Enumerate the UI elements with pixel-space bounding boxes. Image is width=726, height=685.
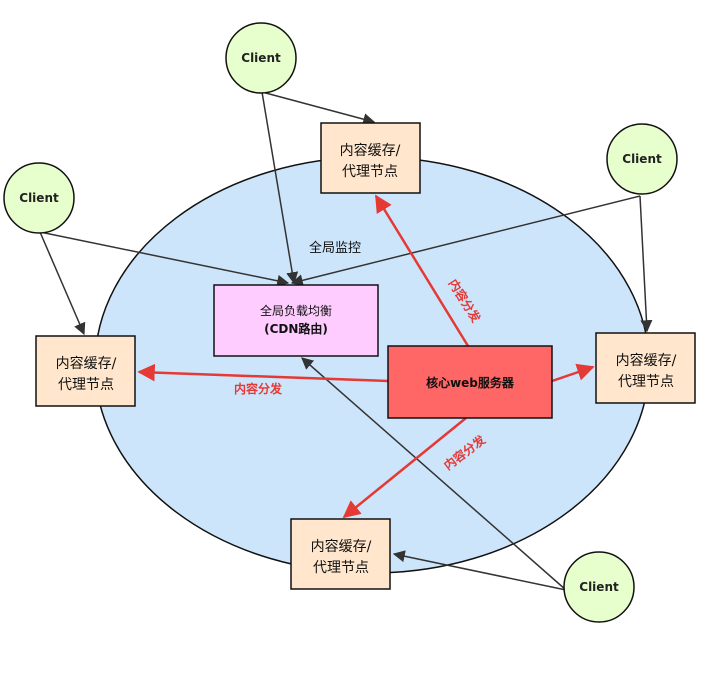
cache-node-bottom: 内容缓存/ 代理节点	[290, 518, 391, 590]
client-bottom-label: Client	[579, 580, 619, 594]
cache-node-left-line1: 内容缓存/	[56, 355, 117, 372]
arrow-client-top-to-cache-top	[261, 91, 376, 126]
cache-node-right: 内容缓存/ 代理节点	[595, 332, 696, 404]
cache-node-left-line2: 代理节点	[58, 377, 114, 393]
cache-node-top-line2: 代理节点	[342, 164, 398, 180]
arrow-core-to-cache-top	[374, 194, 470, 347]
region-label: 全局监控	[309, 240, 361, 256]
cache-node-right-line1: 内容缓存/	[616, 352, 677, 369]
client-bottom: Client	[563, 551, 635, 623]
arrow-client-bottom-to-cache-bottom	[392, 550, 567, 591]
cdn-region-ellipse	[94, 156, 650, 574]
gslb-box: 全局负载均衡 (CDN路由)	[213, 284, 379, 357]
client-top-label: Client	[241, 51, 281, 65]
arrow-client-right-to-cache-right	[639, 195, 653, 333]
cache-node-top: 内容缓存/ 代理节点	[320, 122, 421, 194]
cache-node-bottom-line1: 内容缓存/	[311, 538, 372, 555]
distribution-label-left: 内容分发	[234, 381, 283, 396]
arrow-client-left-to-cache-left	[39, 231, 86, 336]
arrow-client-right-to-gslb	[290, 195, 641, 287]
client-top: Client	[225, 22, 297, 94]
core-web-server-label: 核心web服务器	[426, 375, 515, 390]
core-web-server-box: 核心web服务器	[387, 345, 553, 419]
client-left: Client	[3, 162, 75, 234]
gslb-label-line1: 全局负载均衡	[260, 303, 332, 318]
cache-node-left: 内容缓存/ 代理节点	[35, 335, 136, 407]
cache-node-right-line2: 代理节点	[618, 374, 674, 390]
cache-node-bottom-line2: 代理节点	[313, 560, 369, 576]
arrow-client-left-to-gslb	[39, 231, 290, 287]
arrow-client-top-to-gslb	[261, 91, 299, 285]
arrow-core-to-cache-bottom	[342, 417, 467, 519]
client-left-label: Client	[19, 191, 59, 205]
cache-node-top-line1: 内容缓存/	[340, 142, 401, 159]
client-right: Client	[606, 123, 678, 195]
gslb-label-line2: (CDN路由)	[264, 321, 328, 336]
arrow-core-to-cache-right	[551, 363, 595, 383]
arrow-core-to-cache-left	[137, 363, 389, 383]
arrow-client-bottom-to-gslb	[301, 357, 567, 591]
client-right-label: Client	[622, 152, 662, 166]
